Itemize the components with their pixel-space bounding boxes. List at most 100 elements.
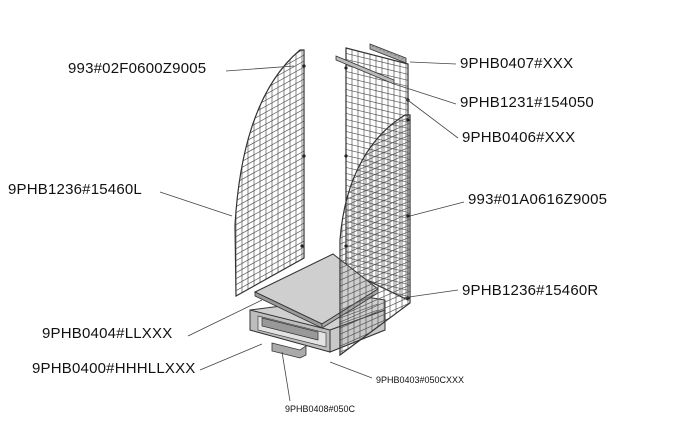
mesh-wire <box>346 141 408 161</box>
top-bracket <box>369 43 407 64</box>
mesh-wire <box>340 205 410 241</box>
mesh-wire <box>346 99 408 119</box>
mesh-wire <box>346 165 408 185</box>
mesh-wire <box>346 189 408 209</box>
mesh-wire <box>346 201 408 221</box>
mesh-wire <box>235 50 304 61</box>
mesh-wire <box>346 243 408 263</box>
screw <box>302 64 306 68</box>
mesh-wire <box>235 107 304 151</box>
mesh-wire <box>340 277 410 313</box>
mesh-wire <box>340 229 410 265</box>
part-label-9phb0400: 9PHB0400#HHHLLXXX <box>32 360 196 377</box>
mesh-wire <box>235 227 304 271</box>
mesh-wire <box>340 295 410 331</box>
part-label-9phb0406: 9PHB0406#XXX <box>462 129 576 146</box>
mesh-wire <box>235 50 304 85</box>
mesh-wire <box>235 59 304 103</box>
mesh-wire <box>235 233 304 277</box>
mesh-wire <box>346 183 408 203</box>
mesh-wire <box>340 271 410 307</box>
mesh-wire <box>340 289 410 325</box>
mesh-wire <box>235 89 304 133</box>
part-label-9phb0403: 9PHB0403#050CXXX <box>376 375 465 385</box>
mesh-wire <box>235 203 304 247</box>
mesh-wire <box>235 71 304 115</box>
screw <box>406 118 410 122</box>
part-label-9phb0404: 9PHB0404#LLXXX <box>42 325 173 342</box>
mesh-wire <box>346 147 408 167</box>
mesh-wire <box>235 167 304 211</box>
mesh-wire <box>340 247 410 283</box>
mesh-wire <box>346 195 408 215</box>
mesh-wire <box>346 87 408 107</box>
mesh-wire <box>235 77 304 121</box>
mesh-wire <box>235 101 304 145</box>
mesh-wire <box>346 51 408 71</box>
part-label-9phb1231: 9PHB1231#154050 <box>460 94 594 111</box>
part-label-9phb1236-left: 9PHB1236#15460L <box>8 181 142 198</box>
mesh-wire <box>235 119 304 163</box>
mesh-wire <box>346 231 408 251</box>
mesh-wire <box>235 215 304 259</box>
mesh-wire <box>346 153 408 173</box>
mesh-wire <box>340 265 410 301</box>
mesh-wire <box>346 135 408 155</box>
part-label-993-01a0616z9005: 993#01A0616Z9005 <box>468 191 608 208</box>
mesh-wire <box>346 57 408 77</box>
top-rail <box>335 55 395 85</box>
part-label-9phb0407: 9PHB0407#XXX <box>460 55 574 72</box>
mesh-wire <box>340 253 410 289</box>
mesh-wire <box>340 283 410 319</box>
drawer-handle <box>271 342 307 359</box>
mesh-wire <box>340 217 410 253</box>
mesh-wire <box>340 301 410 337</box>
mesh-wire <box>235 161 304 205</box>
mesh-wire <box>235 221 304 265</box>
mesh-wire <box>340 181 410 217</box>
mesh-wire <box>340 241 410 277</box>
mesh-wire <box>235 197 304 241</box>
mesh-wire <box>346 123 408 143</box>
mesh-wire <box>235 65 304 109</box>
mesh-wire <box>346 69 408 89</box>
screw <box>302 154 306 158</box>
mesh-wire <box>346 213 408 233</box>
mesh-wire <box>340 211 410 247</box>
part-label-9phb0408: 9PHB0408#050C <box>285 404 356 414</box>
mesh-wire <box>346 225 408 245</box>
mesh-wire <box>346 219 408 239</box>
mesh-wire <box>235 143 304 187</box>
mesh-wire <box>346 249 408 269</box>
mesh-wire <box>235 125 304 169</box>
top-plate <box>253 253 379 329</box>
mesh-wire <box>235 155 304 199</box>
part-label-993-02f0600z9005: 993#02F0600Z9005 <box>68 60 207 77</box>
mesh-wire <box>346 255 408 275</box>
mesh-wire <box>235 179 304 223</box>
mesh-wire <box>346 81 408 101</box>
mesh-wire <box>235 245 304 289</box>
mesh-wire <box>235 95 304 139</box>
mesh-wire <box>235 173 304 217</box>
mesh-wire <box>235 113 304 157</box>
mesh-wire <box>340 193 410 229</box>
mesh-wire <box>235 50 304 73</box>
mesh-wire <box>235 50 304 79</box>
mesh-wire <box>235 149 304 193</box>
part-label-9phb1236-right: 9PHB1236#15460R <box>462 282 599 299</box>
mesh-wire <box>235 239 304 283</box>
mesh-wire <box>340 169 410 205</box>
screw <box>406 214 410 218</box>
mesh-wire <box>235 251 304 295</box>
mesh-wire <box>346 207 408 227</box>
mesh-wire <box>346 105 408 125</box>
mesh-wire <box>340 259 410 295</box>
screw <box>344 66 348 70</box>
leader-lines <box>159 61 465 402</box>
mesh-wire <box>340 199 410 235</box>
mesh-wire <box>235 131 304 175</box>
screw <box>300 244 304 248</box>
mesh-wire <box>346 111 408 131</box>
